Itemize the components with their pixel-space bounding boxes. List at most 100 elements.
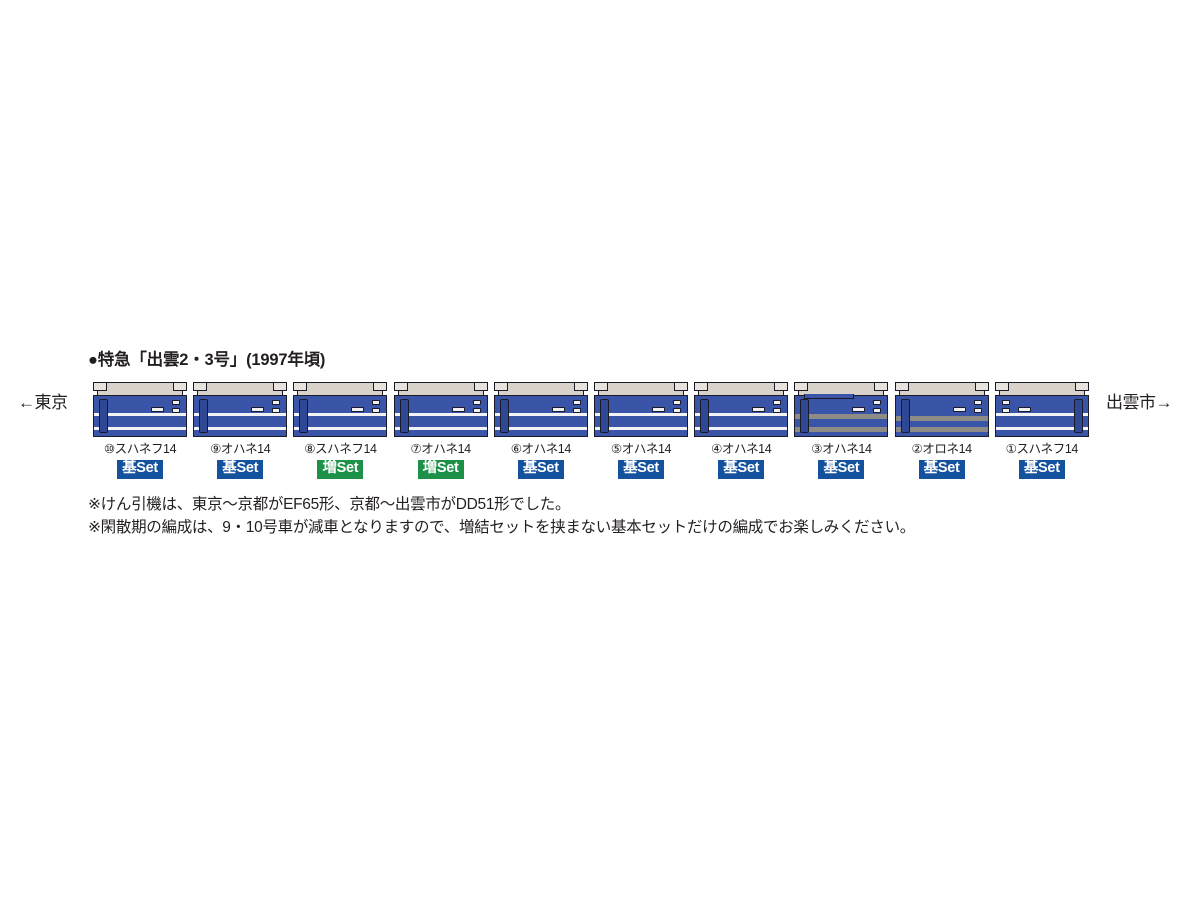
car-cab-door — [99, 399, 108, 433]
car-roof — [197, 382, 284, 396]
set-badge: 基Set — [517, 459, 564, 479]
car-roof-vent-right — [774, 382, 789, 391]
train-formation-diagram — [93, 377, 1095, 439]
car-stripe-lower — [595, 427, 687, 430]
car-stripe-lower — [995, 427, 1088, 430]
car-roof-vent-left — [894, 382, 909, 391]
car-plate-1 — [873, 400, 882, 405]
car-roof-vent-right — [573, 382, 588, 391]
car-plate-3 — [351, 407, 365, 412]
car-roof-vent-right — [974, 382, 989, 391]
car-body — [794, 395, 889, 437]
car-caption-⑩: ⑩スハネフ14 基Set — [93, 442, 187, 479]
car-stripe-upper — [995, 413, 1088, 416]
car-roof-vent-left — [694, 382, 709, 391]
car-stripe-upper — [394, 413, 487, 416]
train-car-⑩ — [93, 377, 187, 439]
car-roof — [998, 382, 1085, 396]
direction-label-izumoshi: 出雲市→ — [1106, 393, 1173, 412]
car-cab-door — [900, 399, 910, 433]
car-roof-vent-left — [293, 382, 308, 391]
car-plate-2 — [472, 408, 481, 413]
car-plate-2 — [773, 408, 782, 413]
car-plate-2 — [372, 408, 381, 413]
formation-title: ●特急「出雲2・3号」(1997年頃) — [88, 351, 326, 369]
car-roof — [297, 382, 384, 396]
car-name-label: ⑥オハネ14 — [510, 442, 572, 456]
car-plate-3 — [652, 407, 665, 412]
train-car-⑤ — [594, 377, 688, 439]
car-name-label: ⑩スハネフ14 — [103, 442, 177, 456]
car-name-label: ③オハネ14 — [811, 442, 872, 456]
car-plate-3 — [952, 407, 966, 412]
car-plate-2 — [973, 408, 982, 413]
car-stripe-upper — [294, 413, 387, 416]
car-plate-2 — [172, 408, 180, 413]
car-plate-3 — [551, 407, 565, 412]
car-cab-door — [199, 399, 209, 433]
train-car-⑦ — [393, 377, 488, 439]
car-roof-vent-left — [594, 382, 608, 391]
set-badge: 基Set — [918, 459, 965, 479]
car-roof — [598, 382, 684, 396]
car-plate-1 — [572, 400, 581, 405]
set-badge: 増Set — [317, 459, 364, 479]
car-stripe-lower — [294, 427, 387, 430]
direction-label-tokyo: ←東京 — [18, 393, 68, 412]
set-badge: 基Set — [1018, 459, 1065, 479]
train-car-⑥ — [493, 377, 588, 439]
car-cab-door — [1073, 399, 1083, 433]
car-plate-2 — [873, 408, 882, 413]
car-plate-3 — [451, 407, 465, 412]
car-cab-door — [700, 399, 710, 433]
car-roof — [397, 382, 484, 396]
car-roof-vent-right — [273, 382, 288, 391]
car-roof-vent-left — [994, 382, 1009, 391]
formation-note-1: ※けん引機は、東京～京都がEF65形、京都～出雲市がDD51形でした。 — [88, 496, 571, 513]
set-badge: 基Set — [818, 459, 865, 479]
car-body — [694, 395, 789, 437]
set-badge: 基Set — [117, 459, 163, 479]
set-badge: 基Set — [618, 459, 664, 479]
car-cab-door — [399, 399, 409, 433]
car-caption-⑥: ⑥オハネ14 基Set — [494, 442, 588, 479]
set-badge: 基Set — [718, 459, 765, 479]
car-stripe-lower — [394, 427, 487, 430]
car-plate-3 — [1017, 407, 1031, 412]
train-car-④ — [694, 377, 789, 439]
car-roof — [97, 382, 183, 396]
car-body — [193, 395, 288, 437]
car-stripe-upper — [494, 413, 587, 416]
car-body — [994, 395, 1089, 437]
car-stripe-upper — [194, 413, 287, 416]
train-car-③ — [794, 377, 889, 439]
car-body — [894, 395, 989, 437]
car-roof-vent-right — [674, 382, 688, 391]
car-roof — [698, 382, 785, 396]
car-stripe-upper — [94, 413, 186, 416]
car-roof-vent-left — [493, 382, 508, 391]
car-body — [93, 395, 187, 437]
car-roof-vent-left — [794, 382, 809, 391]
car-stripe-lower — [695, 427, 788, 430]
set-badge: 増Set — [417, 459, 464, 479]
formation-note-2: ※閑散期の編成は、9・10号車が減車となりますので、増結セットを挟まない基本セッ… — [88, 518, 915, 536]
car-stripe-upper — [595, 413, 687, 416]
car-name-label: ②オロネ14 — [911, 442, 972, 456]
train-car-⑨ — [193, 377, 288, 439]
car-roof-vent-right — [373, 382, 388, 391]
train-car-① — [994, 377, 1089, 439]
car-plate-3 — [151, 407, 164, 412]
car-body — [393, 395, 488, 437]
car-cab-door — [600, 399, 609, 433]
car-cab-door — [299, 399, 309, 433]
car-gray-band-upper — [795, 414, 888, 419]
car-roof — [497, 382, 584, 396]
car-roof — [898, 382, 985, 396]
car-body — [493, 395, 588, 437]
car-plate-3 — [852, 407, 866, 412]
